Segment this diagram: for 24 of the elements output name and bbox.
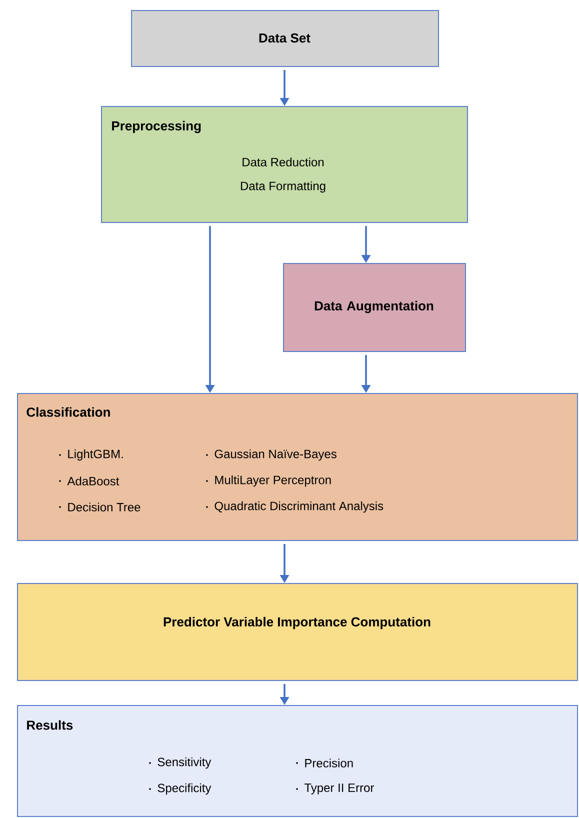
list-item: Typer II Error [296, 784, 374, 794]
list-item: LightGBM. [59, 449, 123, 461]
process-box [17, 705, 578, 817]
box-heading: Results [27, 720, 73, 730]
box-heading: Preprocessing [112, 120, 201, 134]
box-title: Predictor Variable Importance Computation [164, 616, 430, 630]
list-item: Quadratic Discriminant Analysis [206, 501, 384, 513]
process-box [17, 393, 578, 541]
process-box [17, 583, 578, 681]
list-item: Decision Tree [59, 502, 140, 512]
list-item: AdaBoost [59, 476, 120, 486]
box-title: Data Set [259, 33, 310, 43]
box-title: Data Augmentation [314, 300, 434, 314]
process-box [283, 263, 466, 352]
process-box [131, 10, 439, 67]
list-item: Specificity [149, 783, 212, 795]
process-box [101, 106, 468, 223]
list-item: Precision [296, 758, 353, 768]
list-item: Data Formatting [240, 181, 326, 193]
list-item: MultiLayer Perceptron [206, 475, 331, 487]
list-item: Gaussian Naïve-Bayes [206, 449, 336, 461]
box-heading: Classification [26, 407, 110, 417]
list-item: Sensitivity [149, 757, 212, 769]
list-item: Data Reduction [242, 158, 324, 166]
